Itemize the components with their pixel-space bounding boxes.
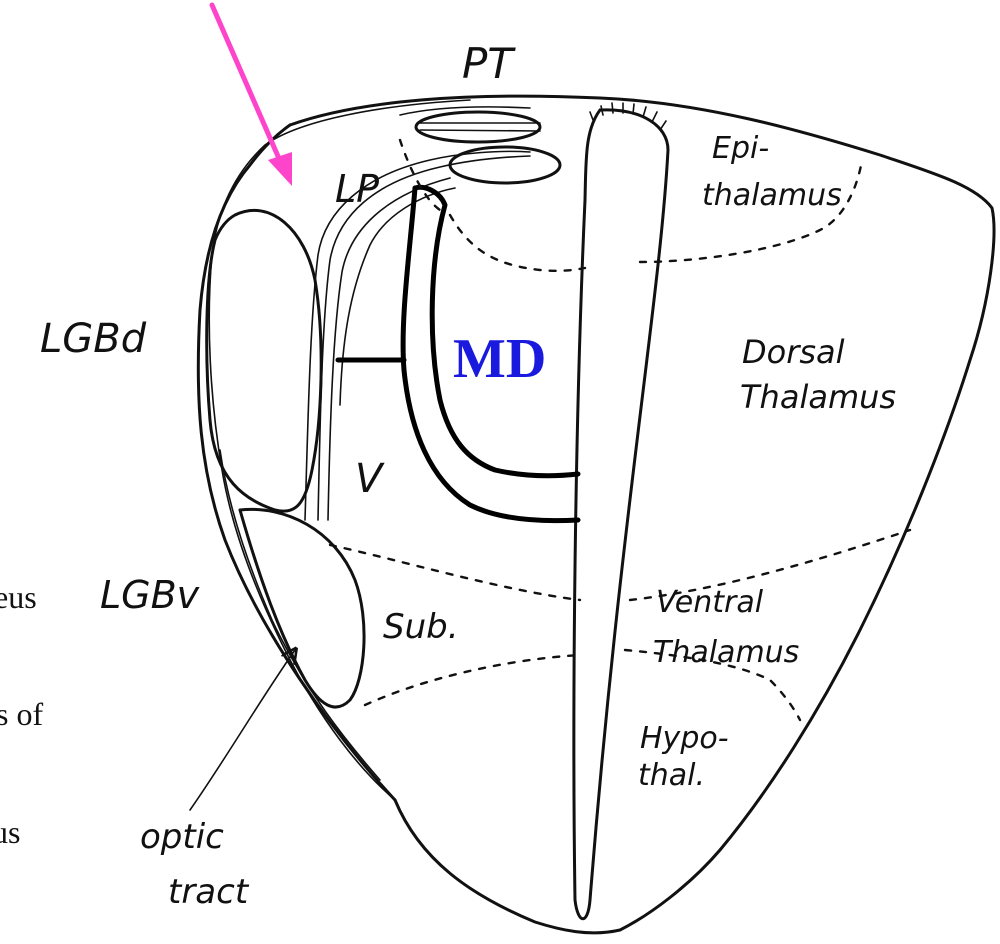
label-lp: LP bbox=[335, 167, 379, 211]
diagram-labels: PT LP Epi- thalamus LGBd MD Dorsal Thala… bbox=[40, 39, 896, 912]
label-pt: PT bbox=[462, 39, 516, 88]
cropped-text-2: s of bbox=[0, 696, 43, 732]
label-lgbv: LGBv bbox=[100, 573, 200, 617]
label-epithalamus-1: Epi- bbox=[712, 131, 769, 166]
label-sub: Sub. bbox=[383, 607, 459, 647]
label-v: V bbox=[355, 456, 385, 502]
lgbd-nucleus bbox=[207, 210, 321, 511]
cropped-left-text: eus s of us bbox=[0, 579, 43, 850]
label-md: MD bbox=[453, 328, 546, 390]
cropped-text-3: us bbox=[0, 814, 20, 850]
label-hypo-2: thal. bbox=[638, 758, 705, 793]
label-dorsal-2: Thalamus bbox=[740, 378, 896, 416]
midline-ventricle bbox=[574, 103, 668, 919]
label-dorsal-1: Dorsal bbox=[742, 333, 845, 371]
label-ventral-1: Ventral bbox=[656, 585, 764, 620]
label-tract: tract bbox=[168, 872, 250, 912]
label-optic: optic bbox=[140, 817, 224, 857]
label-hypo-1: Hypo- bbox=[640, 721, 729, 756]
lgbv-nucleus bbox=[240, 509, 364, 707]
label-ventral-2: Thalamus bbox=[653, 635, 799, 670]
label-lgbd: LGBd bbox=[40, 316, 147, 362]
label-epithalamus-2: thalamus bbox=[702, 178, 842, 213]
optic-tract-arrow bbox=[190, 650, 295, 810]
cropped-text-1: eus bbox=[0, 579, 37, 615]
